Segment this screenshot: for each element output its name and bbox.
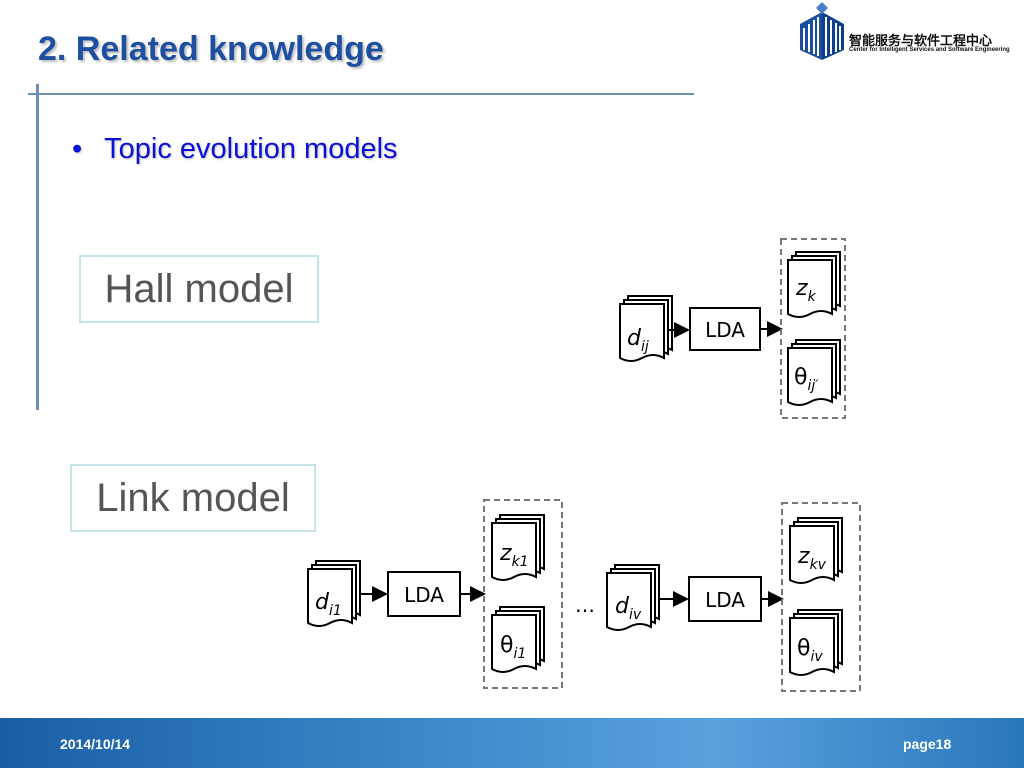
left-accent-line: [36, 84, 39, 410]
org-logo: 智能服务与软件工程中心 Center for Intelligent Servi…: [794, 0, 1012, 70]
link-lda-label-1: LDA: [404, 583, 444, 607]
link-model-label: Link model: [70, 464, 316, 532]
hall-lda-label: LDA: [705, 318, 745, 342]
link-lda-box-v: [688, 576, 762, 622]
hall-model-diagram: dij LDA zk θij′: [620, 238, 846, 419]
link-lda-box-1: [387, 571, 461, 617]
footer-date: 2014/10/14: [60, 736, 131, 752]
link-output-group-1: [483, 499, 563, 689]
bullet-item: • Topic evolution models: [72, 133, 398, 166]
bullet-text: Topic evolution models: [104, 133, 398, 165]
link-output-group-v: [781, 502, 861, 692]
slide-title: 2. Related knowledge: [38, 30, 384, 68]
footer-bar: 2014/10/14 page18: [0, 718, 1024, 768]
building-logo-icon: [800, 2, 844, 60]
link-model-diagram: di1 LDA zk1 θi1 … div LDA zkv θiv: [308, 499, 861, 692]
logo-chinese-name: 智能服务与软件工程中心: [849, 34, 993, 49]
hall-lda-box: [689, 307, 761, 351]
logo-english-name: Center for Intelligent Services and Soft…: [849, 47, 1010, 53]
bullet-dot-icon: •: [72, 133, 83, 165]
hall-model-label: Hall model: [79, 255, 319, 323]
link-lda-label-v: LDA: [705, 588, 745, 612]
link-ellipsis: …: [575, 593, 595, 617]
hall-output-group: [780, 238, 846, 419]
footer-page-number: page18: [903, 736, 952, 752]
title-underline: [28, 93, 694, 95]
